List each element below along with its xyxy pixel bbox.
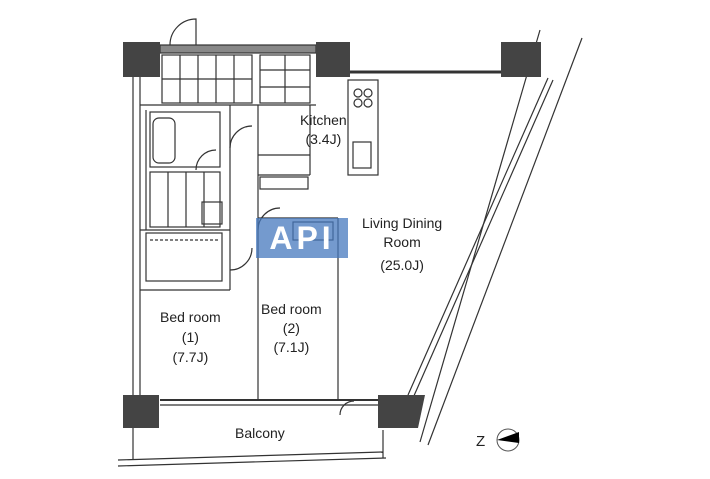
room-size: (3.4J) [305,131,342,147]
room-name: Bed room [160,309,221,325]
balcony-label: Balcony [235,425,285,441]
room-name: Room [383,234,421,250]
balcony-railing [117,451,384,461]
watermark-logo: API [256,218,348,258]
room-name: Kitchen [300,112,347,128]
room-name: Living Dining [362,215,443,231]
wall-top [159,44,317,54]
room-number: (2) [282,320,300,336]
room-number: (1) [181,329,199,345]
room-size: (7.1J) [273,339,310,355]
wall-right [419,29,541,443]
bathroom [149,111,221,168]
room-name: Bed room [261,301,322,317]
kitchen-label: Kitchen (3.4J) [300,111,347,149]
structural-columns [123,42,541,428]
bedroom1-label: Bed room (1) (7.7J) [160,307,221,367]
compass-letter: Z [476,433,486,450]
room-size: (7.7J) [172,349,209,365]
room-size: (25.0J) [380,257,424,273]
living-label: Living Dining Room (25.0J) [362,214,442,275]
north-compass-icon [496,428,520,452]
bedroom2-label: Bed room (2) (7.1J) [261,300,322,357]
